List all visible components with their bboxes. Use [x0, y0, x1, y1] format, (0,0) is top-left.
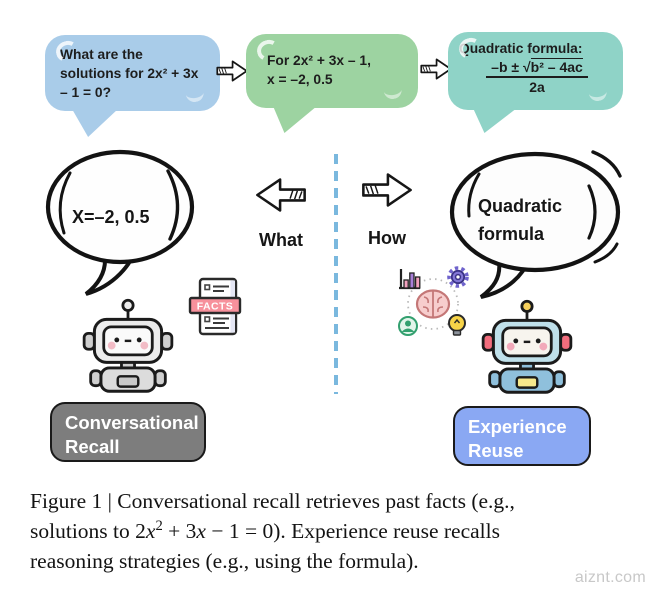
how-label: How — [368, 228, 406, 248]
method-bubble-title: Quadratic formula: — [459, 41, 583, 56]
watermark: aiznt.com — [574, 569, 646, 586]
radicand: b² – 4ac — [530, 58, 583, 76]
caption-line-3: reasoning strategies (e.g., using the fo… — [30, 549, 419, 573]
bubble-swoosh-icon — [383, 84, 403, 101]
question-bubble-tail — [72, 109, 118, 137]
reuse-robot-icon — [481, 299, 573, 394]
question-bubble-text: What are the solutions for 2x² + 3x – 1 … — [60, 47, 199, 101]
caption-text: − 1 = 0). Experience reuse recalls — [205, 519, 500, 543]
facts-document-icon: FACTS — [188, 277, 242, 336]
recall-thought-text: X=–2, 0.5 — [72, 207, 150, 227]
numerator-prefix: –b ± — [491, 59, 523, 76]
what-arrow-left-icon — [256, 178, 306, 212]
experience-reuse-label: Experience Reuse — [453, 406, 591, 466]
dotted-circle-icon — [407, 278, 459, 330]
how-arrow-right-icon — [362, 173, 412, 207]
sqrt-sign: √ — [522, 59, 531, 76]
caption-text: solutions to 2 — [30, 519, 146, 543]
formula-numerator: –b ± √b² – 4ac — [486, 58, 588, 79]
math-superscript: 2 — [155, 517, 163, 534]
figure-caption: Figure 1 | Conversational recall retriev… — [30, 486, 654, 576]
lightbulb-icon — [448, 314, 466, 336]
caption-line-1: Figure 1 | Conversational recall retriev… — [30, 489, 515, 513]
brain-icon — [415, 289, 451, 319]
formula-denominator: 2a — [529, 79, 545, 96]
user-icon — [398, 316, 418, 336]
quadratic-formula: –b ± √b² – 4ac 2a — [486, 58, 588, 96]
method-bubble-tail — [473, 108, 517, 133]
reuse-thought-text: Quadratic formula — [478, 196, 563, 244]
gear-icon — [447, 266, 469, 288]
math-variable: x — [196, 519, 206, 543]
recall-thought-bubble-icon — [45, 149, 195, 296]
facts-badge-text: FACTS — [197, 301, 233, 313]
question-speech-bubble: What are the solutions for 2x² + 3x – 1 … — [45, 35, 220, 111]
caption-text: + 3 — [162, 519, 197, 543]
answer-speech-bubble: For 2x² + 3x – 1, x = –2, 0.5 — [246, 34, 418, 108]
recall-robot-icon — [82, 298, 174, 393]
answer-bubble-tail — [273, 106, 317, 133]
caption-line-2: solutions to 2x2 + 3x − 1 = 0). Experien… — [30, 516, 654, 546]
flow-arrow-right-icon — [216, 60, 248, 82]
what-label: What — [259, 230, 303, 250]
bar-chart-icon — [399, 269, 421, 290]
math-variable: x — [145, 519, 156, 543]
reuse-thought-bubble-icon — [449, 150, 622, 299]
conversational-recall-label: Conversational Recall — [50, 402, 206, 462]
dashed-divider — [334, 154, 338, 394]
answer-bubble-text: For 2x² + 3x – 1, x = –2, 0.5 — [267, 53, 371, 88]
flow-arrow-right-icon — [420, 58, 452, 80]
method-speech-bubble: Quadratic formula: –b ± √b² – 4ac 2a — [448, 32, 623, 110]
bubble-swoosh-icon — [588, 86, 608, 103]
reasoning-icons-cluster — [398, 266, 469, 336]
